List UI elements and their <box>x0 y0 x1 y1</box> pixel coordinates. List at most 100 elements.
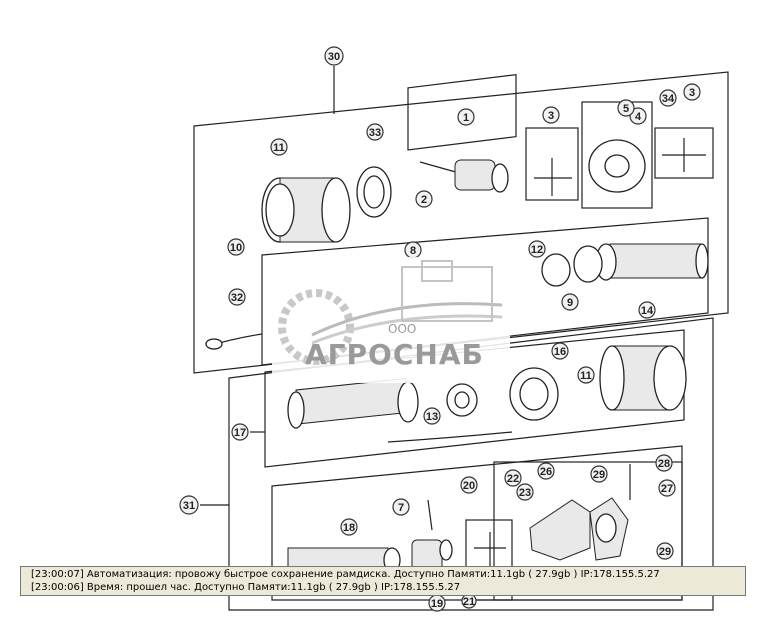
callout-14: 14 <box>638 301 656 319</box>
svg-text:29: 29 <box>593 469 605 481</box>
svg-text:17: 17 <box>234 427 246 439</box>
svg-text:2: 2 <box>421 194 427 206</box>
callout-17: 17 <box>231 423 249 441</box>
svg-text:20: 20 <box>463 480 475 492</box>
callout-2: 2 <box>415 190 433 208</box>
lower-assembly-frame <box>228 317 714 611</box>
chain-13 <box>387 431 513 443</box>
callout-3a: 3 <box>542 106 560 124</box>
svg-text:23: 23 <box>519 487 531 499</box>
chain-32 <box>205 333 263 350</box>
tube-14 <box>595 243 709 281</box>
flange-frame-34 <box>581 101 653 209</box>
ring-33 <box>356 166 392 218</box>
callout-19: 19 <box>428 594 446 612</box>
cross-3a <box>534 158 572 196</box>
svg-text:31: 31 <box>183 500 195 512</box>
watermark-brand: АГРОСНАБ <box>305 338 484 371</box>
callout-34: 34 <box>659 89 677 107</box>
watermark-logo-graphic <box>278 260 503 365</box>
callout-31: 31 <box>179 495 199 515</box>
svg-text:29: 29 <box>659 546 671 558</box>
cone-16 <box>509 367 559 421</box>
callout-18: 18 <box>340 518 358 536</box>
log-line: [23:00:06] Время: прошел час. Доступно П… <box>31 582 461 593</box>
callout-8: 8 <box>404 241 422 259</box>
cross-20 <box>474 532 506 566</box>
svg-text:3: 3 <box>548 110 554 122</box>
svg-text:11: 11 <box>273 142 285 154</box>
callout-16: 16 <box>551 342 569 360</box>
callout-30: 30 <box>324 46 344 66</box>
clutch-housing <box>529 497 629 561</box>
callout-29a: 29 <box>590 465 608 483</box>
upper-assembly-frame <box>193 71 729 374</box>
svg-text:27: 27 <box>661 483 673 495</box>
callout-4: 4 <box>629 107 647 125</box>
svg-text:10: 10 <box>230 242 242 254</box>
callout-22: 22 <box>504 469 522 487</box>
inner-frame-mid <box>264 329 685 468</box>
log-line: [23:00:07] Автоматизация: провожу быстро… <box>31 569 660 580</box>
svg-text:13: 13 <box>426 411 438 423</box>
callout-3b: 3 <box>683 83 701 101</box>
svg-text:1: 1 <box>463 112 469 124</box>
status-log: [23:00:07] Автоматизация: провожу быстро… <box>20 566 746 596</box>
callout-28: 28 <box>655 454 673 472</box>
svg-text:14: 14 <box>641 305 654 317</box>
yoke-1 <box>419 159 509 193</box>
inner-frame-top <box>261 217 709 366</box>
svg-text:7: 7 <box>398 502 404 514</box>
callout-7: 7 <box>392 498 410 516</box>
svg-text:11: 11 <box>580 370 592 382</box>
svg-text:19: 19 <box>431 598 443 610</box>
shield-cone-16 <box>599 345 687 411</box>
svg-text:8: 8 <box>410 245 416 257</box>
callout-29b: 29 <box>656 542 674 560</box>
svg-text:16: 16 <box>554 346 566 358</box>
svg-text:34: 34 <box>662 93 675 105</box>
callout-11b: 11 <box>577 366 595 384</box>
ring-13 <box>446 383 478 417</box>
svg-text:30: 30 <box>328 51 340 63</box>
svg-text:21: 21 <box>463 596 475 608</box>
svg-text:3: 3 <box>689 87 695 99</box>
svg-text:5: 5 <box>623 103 629 115</box>
callout-33: 33 <box>366 123 384 141</box>
cross-frame-3b <box>654 127 714 179</box>
callout-9: 9 <box>561 293 579 311</box>
shield-cone-10 <box>261 177 351 243</box>
svg-text:18: 18 <box>343 522 355 534</box>
callout-11a: 11 <box>270 138 288 156</box>
svg-text:12: 12 <box>531 244 543 256</box>
callout-20: 20 <box>460 476 478 494</box>
callout-10: 10 <box>227 238 245 256</box>
callout-13: 13 <box>423 407 441 425</box>
svg-text:26: 26 <box>540 466 552 478</box>
flange-34 <box>588 139 646 193</box>
yoke-frame-1 <box>407 73 517 151</box>
svg-text:22: 22 <box>507 473 519 485</box>
cross-3b <box>662 138 706 172</box>
cross-frame-3a <box>525 127 579 201</box>
callout-12: 12 <box>528 240 546 258</box>
callout-1: 1 <box>457 108 475 126</box>
yoke-19 <box>411 539 453 571</box>
svg-text:4: 4 <box>635 111 642 123</box>
svg-text:33: 33 <box>369 127 381 139</box>
callout-21: 21 <box>461 593 477 609</box>
svg-text:9: 9 <box>567 297 573 309</box>
callout-27: 27 <box>658 479 676 497</box>
clutch-frame <box>493 461 683 601</box>
watermark <box>272 257 510 383</box>
svg-text:28: 28 <box>658 458 670 470</box>
svg-text:32: 32 <box>231 292 243 304</box>
ring-12 <box>541 245 603 287</box>
callout-23: 23 <box>516 483 534 501</box>
callout-5: 5 <box>617 99 635 117</box>
callout-32: 32 <box>228 288 246 306</box>
callout-26: 26 <box>537 462 555 480</box>
pin-7 <box>427 499 433 531</box>
watermark-prefix: ООО <box>388 322 417 336</box>
cross-frame-20 <box>465 519 513 601</box>
